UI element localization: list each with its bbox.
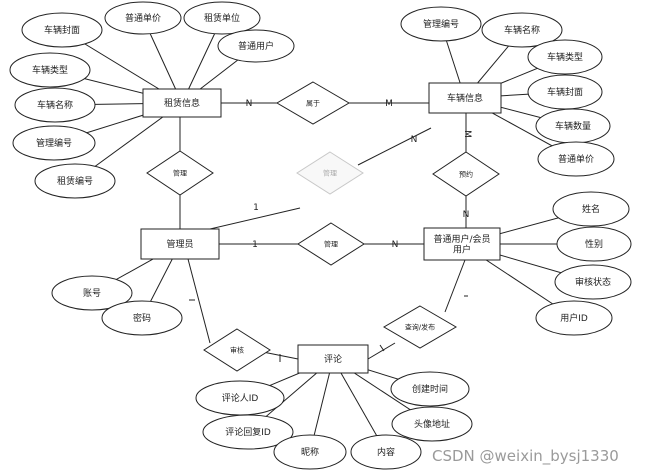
- label: 密码: [133, 312, 151, 324]
- connector-line: [187, 258, 211, 344]
- cardinality-rental-belongs: N: [246, 99, 253, 109]
- cardinality-vehicle-book: M: [462, 130, 472, 138]
- label: 姓名: [582, 203, 600, 215]
- label: 头像地址: [414, 418, 450, 430]
- label: 账号: [83, 288, 101, 299]
- relation-manage-rental: 管理: [146, 150, 214, 196]
- label: 租赁单位: [204, 12, 240, 24]
- label: 租赁编号: [57, 175, 93, 187]
- attribute-vehicle-3: 车辆封面: [527, 74, 603, 110]
- label: 审核: [230, 346, 244, 355]
- label: 管理编号: [36, 137, 72, 149]
- label: 普通单价: [558, 153, 594, 165]
- cardinality-admin-manage-vehicle: 1: [253, 203, 259, 213]
- attribute-rental-5: 车辆名称: [14, 87, 96, 123]
- entity-rental: 租赁信息: [142, 88, 222, 118]
- label: 审核状态: [575, 276, 611, 288]
- relation-review: 审核: [203, 328, 271, 372]
- tick-mark: [379, 344, 385, 352]
- label: 用户ID: [560, 312, 588, 324]
- label: 评论人ID: [222, 392, 259, 404]
- label: 评论回复ID: [225, 426, 271, 438]
- attribute-comment-1: 评论回复ID: [202, 414, 294, 450]
- label: 昵称: [301, 446, 319, 458]
- attribute-rental-6: 管理编号: [12, 125, 96, 161]
- cardinality-vehicle-belongs: M: [385, 99, 393, 109]
- connector-line: [444, 259, 466, 313]
- label: 内容: [377, 446, 395, 458]
- attribute-user-3: 用户ID: [535, 300, 613, 336]
- label: 车辆封面: [44, 24, 80, 36]
- attribute-rental-3: 普通用户: [217, 29, 295, 63]
- connector-line: [367, 342, 396, 360]
- attribute-user-1: 性别: [556, 226, 632, 262]
- relation-manage-user: 管理: [297, 222, 365, 266]
- relation-publish: 查询/发布: [383, 305, 457, 349]
- attribute-vehicle-5: 普通单价: [537, 141, 615, 177]
- relation-belongs: 属于: [276, 81, 350, 125]
- diagram-shapes: 租赁信息车辆信息管理员普通用户/会员用户评论属于管理管理管理预约审核查询/发布车…: [9, 1, 632, 470]
- cardinality-user-book: N: [463, 210, 470, 220]
- entity-comment: 评论: [297, 344, 369, 374]
- attribute-comment-4: 创建时间: [390, 371, 470, 407]
- label: 管理: [324, 240, 338, 249]
- label: 普通单价: [125, 12, 161, 24]
- attribute-user-0: 姓名: [552, 191, 630, 227]
- label: 车辆数量: [555, 120, 591, 132]
- relation-manage-vehicle: 管理: [296, 151, 364, 195]
- attribute-comment-0: 评论人ID: [195, 380, 285, 416]
- attribute-vehicle-4: 车辆数量: [535, 108, 611, 144]
- cardinality-vehicle-manage: N: [411, 135, 418, 145]
- attribute-vehicle-1: 车辆名称: [481, 12, 563, 48]
- entity-vehicle: 车辆信息: [428, 82, 502, 114]
- label: 管理: [323, 169, 337, 178]
- attribute-admin-1: 密码: [101, 300, 183, 336]
- attribute-rental-2: 租赁单位: [183, 1, 261, 35]
- label: 普通用户/会员用户: [433, 233, 490, 255]
- label: 预约: [459, 170, 473, 179]
- label: 性别: [585, 238, 603, 250]
- watermark: CSDN @weixin_bysj1330: [432, 447, 619, 466]
- label: 车辆封面: [547, 86, 583, 98]
- label: 评论: [324, 353, 342, 365]
- connector-line: [357, 127, 432, 166]
- attribute-rental-7: 租赁编号: [34, 163, 116, 199]
- attribute-vehicle-2: 车辆类型: [527, 39, 603, 75]
- entity-admin: 管理员: [140, 228, 220, 260]
- attribute-admin-0: 账号: [51, 275, 133, 311]
- label: 车辆名称: [504, 24, 540, 36]
- attribute-comment-5: 头像地址: [391, 406, 473, 442]
- label: 车辆信息: [447, 92, 483, 104]
- attribute-vehicle-0: 管理编号: [400, 6, 482, 42]
- attribute-comment-2: 昵称: [273, 434, 347, 470]
- attribute-rental-1: 普通单价: [104, 1, 182, 35]
- label: 车辆名称: [37, 99, 73, 111]
- cardinality-user-manage: N: [392, 240, 399, 250]
- attribute-rental-4: 车辆类型: [9, 52, 91, 88]
- label: 普通用户: [238, 40, 274, 52]
- label: 租赁信息: [164, 97, 200, 109]
- label: 属于: [306, 100, 320, 108]
- label: 管理员: [166, 238, 193, 250]
- relation-book: 预约: [432, 151, 500, 197]
- attribute-user-2: 审核状态: [554, 264, 632, 300]
- label: 创建时间: [412, 383, 448, 395]
- cardinality-admin-manage-user: 1: [252, 240, 258, 250]
- label: 管理编号: [423, 18, 459, 30]
- attribute-rental-0: 车辆封面: [21, 12, 103, 48]
- attribute-comment-3: 内容: [350, 434, 422, 470]
- label: 管理: [173, 169, 187, 178]
- label: 车辆类型: [547, 51, 583, 63]
- label: 查询/发布: [405, 323, 435, 332]
- label: 车辆类型: [32, 64, 68, 76]
- entity-user: 普通用户/会员用户: [423, 227, 501, 261]
